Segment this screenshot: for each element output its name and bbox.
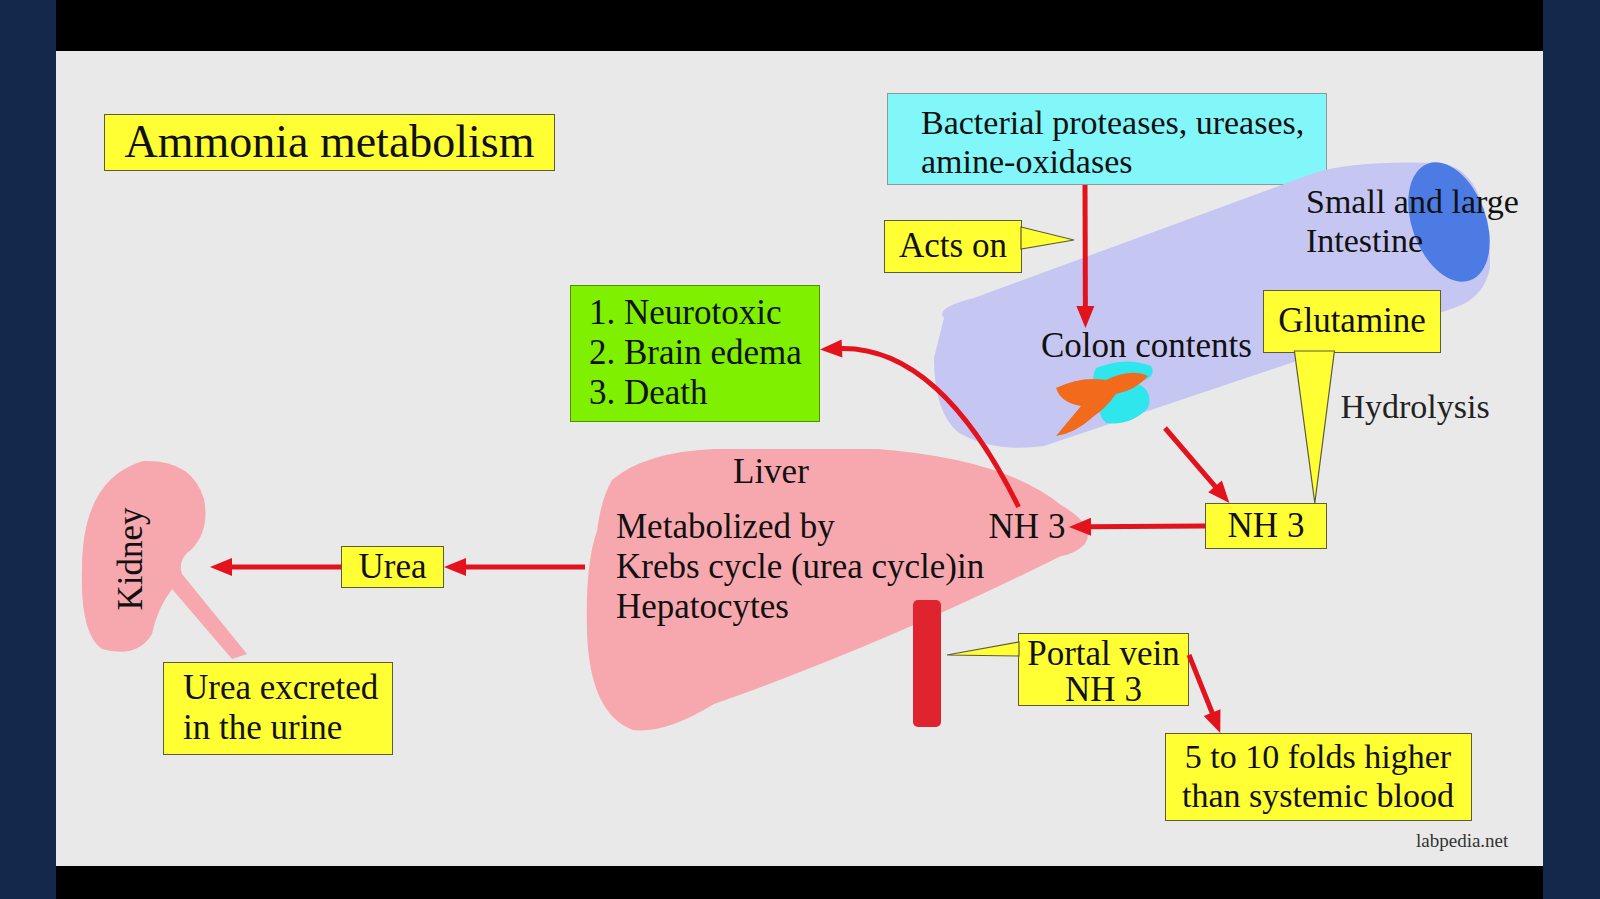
arrow-line: [228, 565, 341, 570]
flow-arrow: [210, 558, 341, 576]
portal-vein-bar: [913, 600, 941, 727]
arrow-head: [1069, 518, 1091, 536]
node-text: Small and large Intestine: [1306, 182, 1541, 260]
flow-arrow: [1069, 518, 1205, 536]
arrow-head: [1204, 709, 1221, 733]
flow-arrow: [444, 558, 585, 576]
arrow-head: [1076, 306, 1094, 328]
kidney-shape: [82, 461, 247, 659]
arrow-head: [444, 558, 466, 576]
arrow-line: [1083, 185, 1088, 310]
note-box: 5 to 10 folds higher than systemic blood: [1165, 733, 1472, 821]
effects-box: 1. Neurotoxic2. Brain edema3. Death: [570, 285, 820, 422]
node-text: Urea excreted in the urine: [183, 668, 391, 748]
edge-label: Hydrolysis: [1340, 388, 1489, 426]
arrow-line: [1189, 655, 1214, 716]
enzyme-box: Bacterial proteases, ureases, amine-oxid…: [887, 93, 1327, 185]
callout-box: Acts on: [884, 220, 1022, 273]
arrow-head: [210, 558, 232, 576]
pointer-triangle: [1294, 351, 1334, 503]
arrow-head: [820, 339, 842, 357]
title-text: Ammonia metabolism: [105, 115, 554, 169]
arrow-line: [462, 564, 585, 569]
callout-box: Portal vein NH 3: [1018, 633, 1189, 706]
flow-arrow: [820, 339, 1019, 507]
arrow-head: [1208, 480, 1229, 503]
callout-tail: [1021, 227, 1074, 249]
watermark: labpedia.net: [1416, 829, 1508, 852]
callout-pointer: [1294, 351, 1334, 503]
colon-content-blob: [1056, 373, 1148, 436]
liver-shape: [587, 449, 1088, 730]
liver-organ: LiverMetabolized by Krebs cycle (urea cy…: [585, 444, 1092, 730]
node-text: Kidney: [111, 499, 151, 619]
callout-tail: [947, 642, 1019, 656]
colon-contents: Colon contents: [1036, 328, 1251, 428]
node-text: Metabolized by Krebs cycle (urea cycle)i…: [616, 507, 1000, 627]
node-text: 2. Brain edema: [589, 333, 819, 373]
urea-box: Urea: [341, 546, 444, 588]
flow-arrow: [1165, 428, 1229, 503]
flow-arrow: [1189, 655, 1220, 733]
node-text: 1. Neurotoxic: [589, 293, 819, 333]
arrow-line: [1087, 524, 1205, 530]
flow-arrow: [1076, 185, 1094, 328]
arrow-line: [838, 349, 1019, 507]
bottom-bar: [56, 866, 1543, 899]
node-text: Portal vein NH 3: [1019, 636, 1188, 708]
node-text: Acts on: [885, 221, 1021, 271]
arrow-line: [1165, 428, 1218, 489]
title-box: Ammonia metabolism: [104, 114, 555, 171]
wrap-spacer: [850, 507, 1000, 543]
kidney-organ: Kidney: [82, 459, 210, 659]
ammonia-box: NH 3: [1205, 503, 1327, 549]
node-text: Urea: [342, 547, 443, 586]
node-text: NH 3: [985, 507, 1069, 547]
callout-box: Glutamine: [1263, 290, 1441, 353]
slide-area: [56, 51, 1543, 866]
ammonia-node: NH 3: [985, 507, 1069, 547]
note-box: Urea excreted in the urine: [163, 662, 393, 755]
node-text: Liver: [733, 452, 1092, 492]
node-text: Bacterial proteases, ureases, amine-oxid…: [921, 103, 1326, 181]
node-text: 3. Death: [589, 373, 819, 413]
node-text: NH 3: [1206, 504, 1326, 547]
top-bar: [56, 0, 1543, 51]
node-text: 5 to 10 folds higher than systemic blood: [1172, 737, 1464, 815]
node-text: Colon contents: [1041, 328, 1251, 364]
node-text: Glutamine: [1264, 291, 1440, 351]
